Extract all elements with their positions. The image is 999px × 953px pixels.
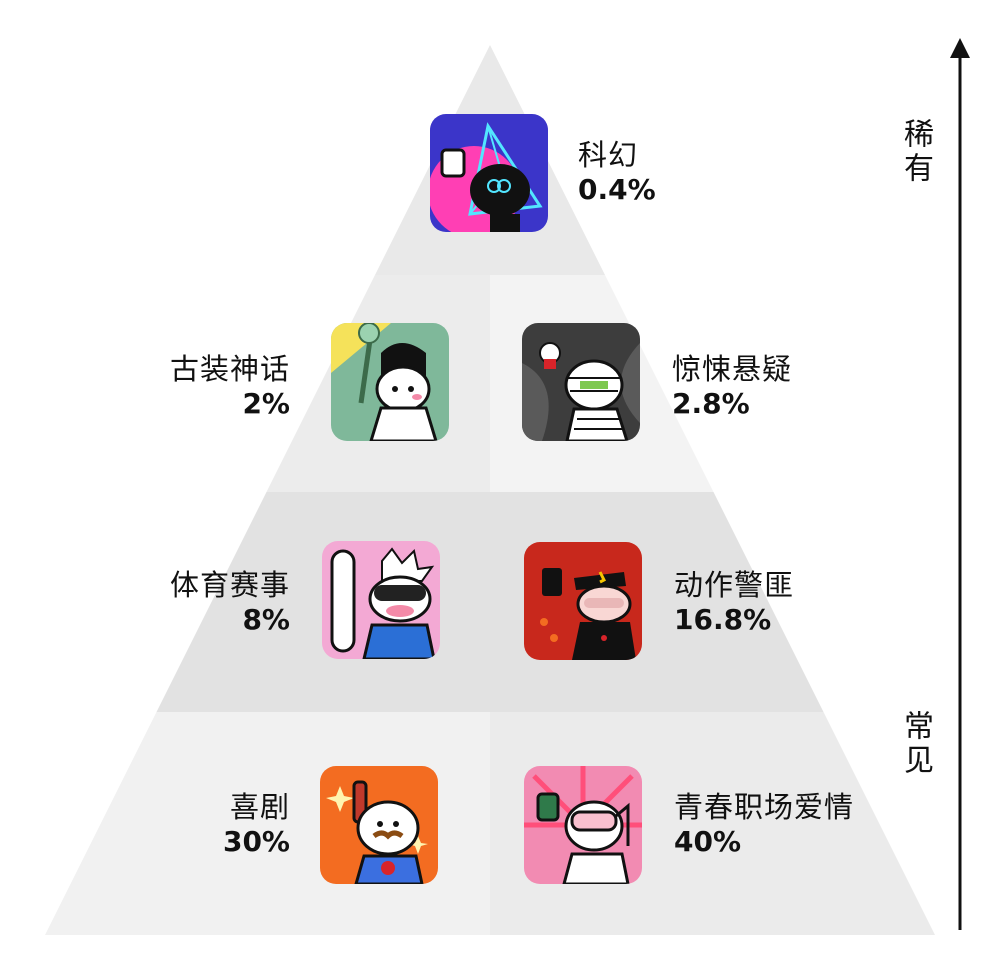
genre-label-romance: 青春职场爱情 40%	[674, 790, 854, 858]
mummy-character-icon	[522, 323, 640, 441]
genre-percent: 40%	[674, 824, 742, 858]
genre-name: 惊悚悬疑	[672, 352, 793, 386]
snorkel-character-icon	[524, 766, 642, 884]
genre-name: 科幻	[578, 138, 639, 172]
genre-name: 体育赛事	[169, 568, 290, 602]
genre-percent: 0.4%	[578, 172, 656, 206]
axis-label-common: 常见	[898, 710, 933, 778]
genre-percent: 16.8%	[674, 602, 772, 636]
axis-label-rare: 稀有	[898, 118, 933, 186]
genre-percent: 8%	[242, 602, 290, 636]
genre-name: 青春职场爱情	[674, 790, 855, 824]
rarity-axis-arrowhead	[950, 38, 970, 58]
genre-percent: 2%	[242, 386, 290, 420]
genre-percent: 2.8%	[672, 386, 750, 420]
genre-name: 动作警匪	[674, 568, 795, 602]
police-character-icon	[524, 542, 642, 660]
genre-label-comedy: 喜剧 30%	[130, 790, 290, 858]
snowboard-character-icon	[322, 541, 440, 659]
genre-name: 古装神话	[169, 352, 290, 386]
genre-label-costume: 古装神话 2%	[130, 352, 290, 420]
genre-label-thriller: 惊悚悬疑 2.8%	[672, 352, 792, 420]
costume-character-icon	[331, 323, 449, 441]
genre-label-scifi: 科幻 0.4%	[578, 138, 656, 206]
superhero-character-icon	[320, 766, 438, 884]
genre-label-action: 动作警匪 16.8%	[674, 568, 794, 636]
genre-percent: 30%	[222, 824, 290, 858]
genre-label-sports: 体育赛事 8%	[130, 568, 290, 636]
genre-name: 喜剧	[229, 790, 290, 824]
scifi-character-icon	[430, 114, 548, 232]
